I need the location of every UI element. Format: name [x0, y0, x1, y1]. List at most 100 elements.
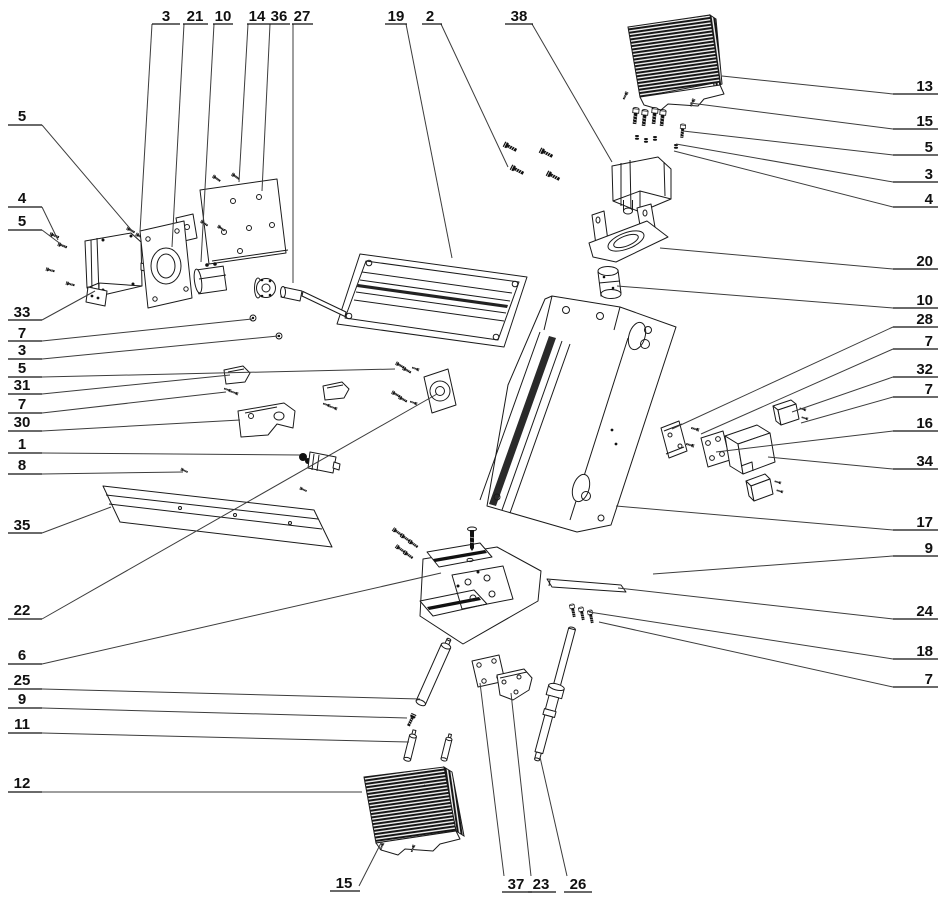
part-number-label: 7 [925, 333, 933, 350]
leader-line [41, 419, 241, 432]
part-limit-switch-upper [772, 399, 809, 426]
part-number-label: 21 [187, 8, 204, 25]
part-number-label: 24 [916, 603, 933, 620]
callout-10: 10 [616, 285, 938, 309]
part-number-label: 19 [388, 8, 405, 25]
callout-21: 21 [171, 8, 208, 248]
callout-2: 2 [422, 8, 509, 168]
part-small-actuator [299, 451, 341, 474]
part-number-label: 37 [508, 876, 525, 893]
part-number-label: 30 [14, 414, 31, 431]
part-number-label: 9 [18, 691, 26, 708]
part-number-label: 5 [18, 360, 26, 377]
leader-line [41, 335, 279, 360]
leader-line [659, 247, 894, 270]
part-heatsink-lower [363, 765, 465, 856]
callout-13: 13 [721, 75, 938, 95]
part-number-label: 16 [916, 415, 933, 432]
part-number-label: 10 [916, 292, 933, 309]
part-number-label: 18 [916, 643, 933, 660]
leader-line [800, 396, 894, 424]
part-carriage-block [419, 542, 542, 645]
leader-line [261, 23, 271, 192]
leader-line [41, 229, 67, 249]
leader-line [200, 23, 215, 263]
part-screw-9-bottom [405, 712, 417, 728]
callout-35: 35 [8, 506, 112, 534]
callout-22: 22 [8, 393, 438, 620]
callout-34: 34 [767, 453, 938, 470]
callout-37: 37 [479, 682, 532, 893]
callout-5: 5 [8, 108, 134, 233]
part-number-label: 35 [14, 517, 31, 534]
part-coupling-upper [597, 266, 622, 299]
callout-20: 20 [659, 247, 938, 270]
leader-line [675, 143, 894, 183]
leader-line [791, 376, 894, 413]
callout-17: 17 [615, 505, 938, 531]
part-number-label: 2 [426, 8, 434, 25]
callout-24: 24 [617, 587, 938, 620]
part-backing-plate [199, 172, 289, 265]
part-coupling-left [193, 262, 228, 295]
part-number-label: 8 [18, 457, 26, 474]
part-number-label: 3 [925, 166, 933, 183]
callout-10: 10 [200, 8, 233, 263]
callout-15: 15 [330, 842, 382, 892]
callout-3: 3 [8, 335, 279, 360]
callout-16: 16 [715, 415, 938, 453]
leader-line [682, 130, 894, 156]
part-number-label: 32 [916, 361, 933, 378]
part-gibs [223, 365, 350, 411]
leader-line [617, 587, 894, 620]
callout-31: 31 [8, 374, 231, 395]
part-number-label: 14 [249, 8, 266, 25]
part-motor-bolts [631, 106, 687, 149]
callout-5: 5 [8, 360, 396, 378]
part-key-strip [546, 578, 627, 593]
leader-line [652, 555, 894, 575]
leader-line [588, 611, 894, 660]
part-standoff [415, 637, 452, 707]
callout-5: 5 [8, 213, 67, 249]
part-heatsink-upper [621, 14, 725, 111]
part-cube-block [724, 424, 776, 475]
callout-5: 5 [682, 130, 938, 156]
callout-9: 9 [652, 540, 938, 575]
part-number-label: 22 [14, 602, 31, 619]
callout-23: 23 [510, 692, 556, 893]
callout-36: 36 [261, 8, 290, 192]
part-number-label: 1 [18, 436, 26, 453]
part-limit-switch-lower [745, 473, 784, 502]
part-number-label: 6 [18, 647, 26, 664]
callout-6: 6 [8, 572, 442, 665]
callout-11: 11 [8, 716, 410, 743]
part-number-label: 27 [294, 8, 311, 25]
part-motor-mount-upper [588, 203, 669, 263]
part-number-label: 7 [18, 396, 26, 413]
part-number-label: 15 [916, 113, 933, 130]
callout-1: 1 [8, 436, 301, 456]
part-number-label: 31 [14, 377, 31, 394]
callout-12: 12 [8, 775, 362, 793]
part-number-label: 3 [18, 342, 26, 359]
part-washers [249, 314, 283, 340]
leader-line [41, 391, 227, 414]
parts-layer [45, 14, 809, 856]
part-main-slide-body [479, 295, 677, 533]
part-number-label: 20 [916, 253, 933, 270]
callout-33: 33 [8, 290, 96, 321]
part-number-label: 33 [14, 304, 31, 321]
leader-line [539, 756, 568, 877]
callout-3: 3 [675, 143, 938, 183]
leader-line [767, 456, 894, 470]
part-number-label: 17 [916, 514, 933, 531]
leader-line [615, 505, 894, 531]
leader-line [479, 682, 505, 877]
part-number-label: 36 [271, 8, 288, 25]
part-motor-left [45, 226, 169, 307]
leader-line [41, 124, 134, 233]
